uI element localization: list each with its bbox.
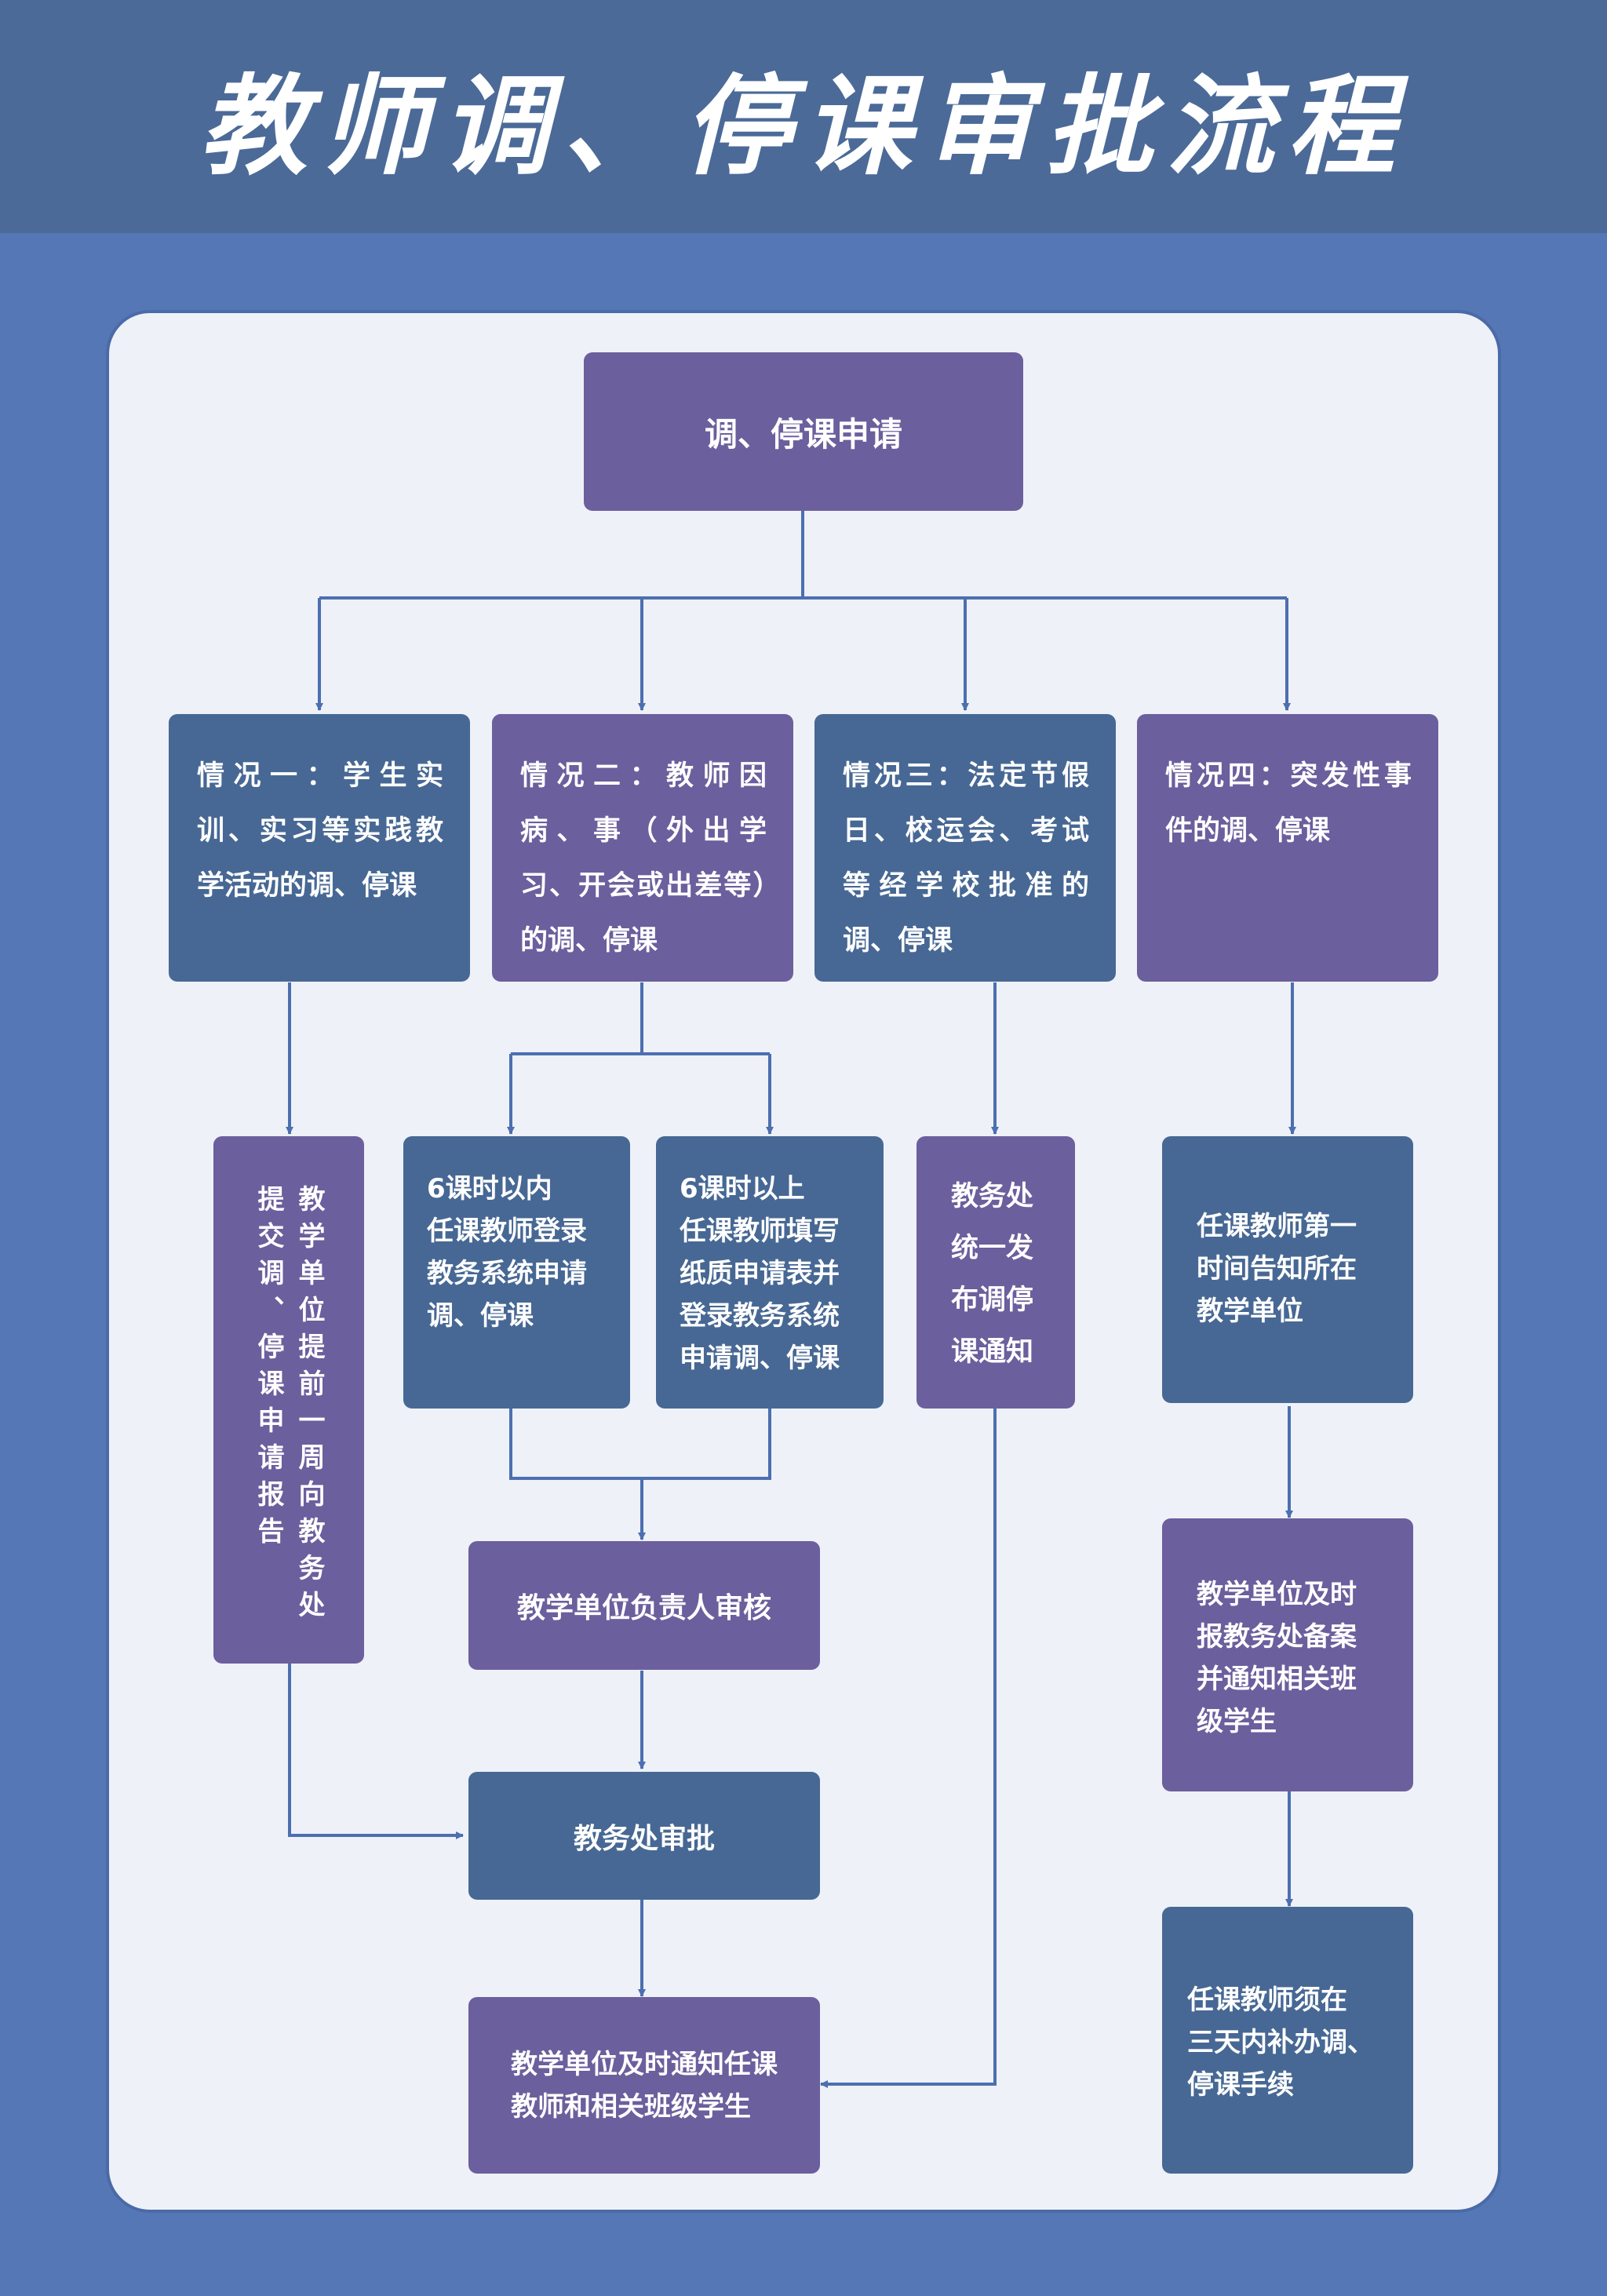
within-6-hours-node: 6课时以内 任课教师登录 教务系统申请 调、停课 [403,1136,630,1409]
case-4-step2-node: 教学单位及时 报教务处备案 并通知相关班 级学生 [1162,1518,1413,1791]
unit-review-node: 教学单位负责人审核 [468,1541,820,1670]
connector-case3-to-notify [820,1409,997,2088]
case-1-node: 情况一：学生实训、实习等实践教学活动的调、停课 [169,714,470,982]
case-4-step3-label: 任课教师须在 三天内补办调、 停课手续 [1187,1984,1374,2101]
case-2-node: 情况二：教师因病、事（外出学习、开会或出差等）的调、停课 [492,714,793,982]
case-1-label: 情况一：学生实训、实习等实践教学活动的调、停课 [197,760,443,902]
case-3-node: 情况三：法定节假日、校运会、考试等经学校批准的调、停课 [814,714,1116,982]
case-4-step1-node: 任课教师第一 时间告知所在 教学单位 [1162,1136,1413,1403]
header-bar: 教师调、停课审批流程 [0,0,1607,233]
over-6-hours-node: 6课时以上 任课教师填写 纸质申请表并 登录教务系统 申请调、停课 [656,1136,884,1409]
unit-review-label: 教学单位负责人审核 [516,1592,771,1624]
page-title: 教师调、停课审批流程 [199,63,1408,190]
case-4-step1-label: 任课教师第一 时间告知所在 教学单位 [1197,1211,1357,1327]
case-3-step-node: 教务处 统一发 布调停 课通知 [916,1136,1075,1409]
connector-case1-to-office [288,1664,464,1839]
within-6-hours-label: 6课时以内 任课教师登录 教务系统申请 调、停课 [427,1173,587,1332]
case-3-label: 情况三：法定节假日、校运会、考试等经学校批准的调、停课 [843,760,1089,957]
case-4-node: 情况四：突发性事件的调、停课 [1137,714,1438,982]
case-3-step-label: 教务处 统一发 布调停 课通知 [951,1181,1034,1368]
final-notify-label: 教学单位及时通知任课 教师和相关班级学生 [511,2048,778,2123]
over-6-hours-label: 6课时以上 任课教师填写 纸质申请表并 登录教务系统 申请调、停课 [680,1173,840,1374]
case-4-step3-node: 任课教师须在 三天内补办调、 停课手续 [1162,1907,1413,2174]
office-approval-label: 教务处审批 [573,1822,715,1855]
case-4-label: 情况四：突发性事件的调、停课 [1165,760,1412,847]
case-1-step-label: 教学单位提前一周向教务处提交调、停课申请报告 [253,1185,325,1627]
case-1-step-node: 教学单位提前一周向教务处提交调、停课申请报告 [213,1136,364,1664]
office-approval-node: 教务处审批 [468,1772,820,1900]
case-4-step2-label: 教学单位及时 报教务处备案 并通知相关班 级学生 [1197,1579,1357,1737]
connector-merge [509,1409,771,1480]
final-notify-node: 教学单位及时通知任课 教师和相关班级学生 [468,1997,820,2174]
case-2-label: 情况二：教师因病、事（外出学习、开会或出差等）的调、停课 [520,760,767,957]
start-node: 调、停课申请 [584,352,1023,511]
start-node-label: 调、停课申请 [704,414,902,454]
